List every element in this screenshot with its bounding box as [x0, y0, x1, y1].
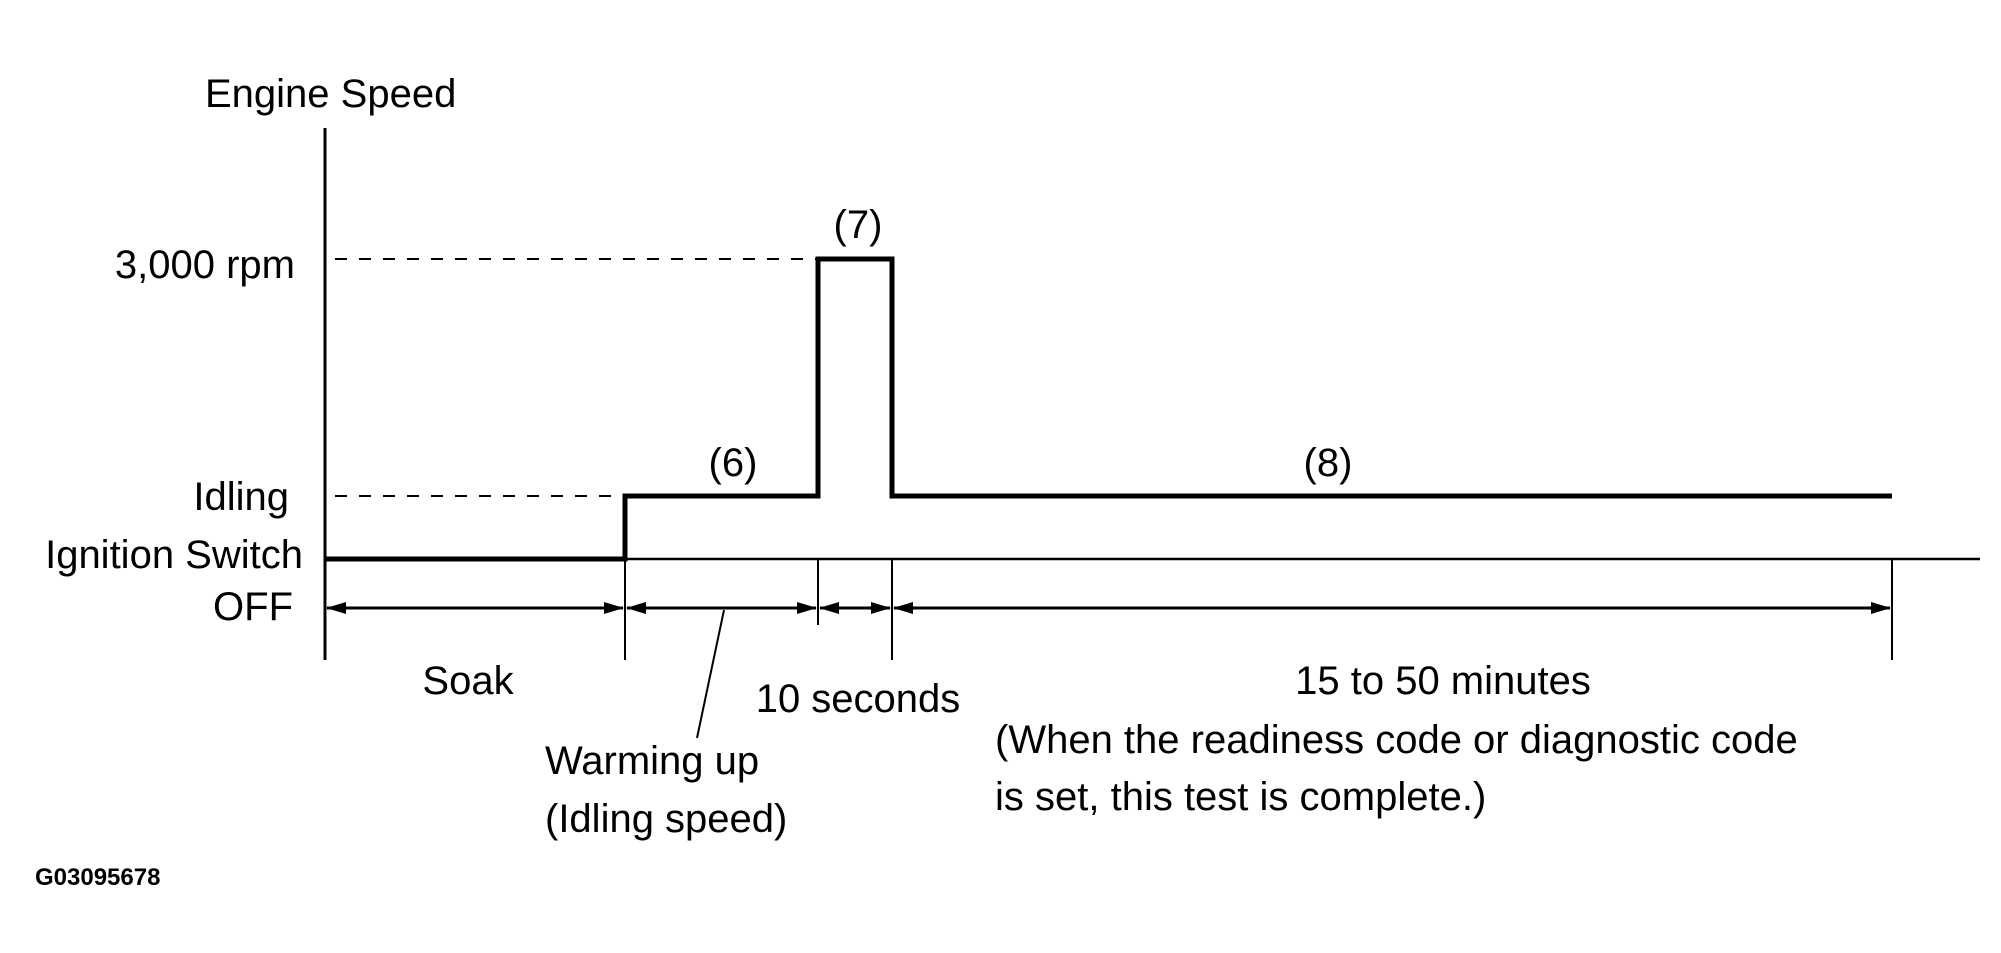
phase-label-soak: Soak: [422, 659, 514, 703]
step-label-8: (8): [1304, 441, 1353, 485]
warmup-leader-line: [696, 609, 725, 739]
step-label-7: (7): [834, 203, 883, 247]
engine-speed-trace: [325, 256, 1892, 562]
phase-note-line-2: is set, this test is complete.): [995, 775, 1486, 819]
level-label-idling: Idling: [193, 475, 289, 519]
level-label-ignition-switch: Ignition Switch: [45, 533, 303, 577]
level-label-off: OFF: [213, 585, 293, 629]
level-label-3000rpm: 3,000 rpm: [115, 243, 295, 287]
phase-label-rev-duration: 10 seconds: [756, 677, 961, 721]
phase-label-warmup: Warming up: [545, 739, 759, 783]
phase-note-line-1: (When the readiness code or diagnostic c…: [995, 718, 1798, 762]
step-label-6: (6): [709, 441, 758, 485]
y-axis-title: Engine Speed: [205, 72, 456, 116]
phase-label-hold-duration: 15 to 50 minutes: [1295, 659, 1591, 703]
figure-code: G03095678: [35, 864, 160, 891]
phase-label-warmup-speed: (Idling speed): [545, 797, 787, 841]
